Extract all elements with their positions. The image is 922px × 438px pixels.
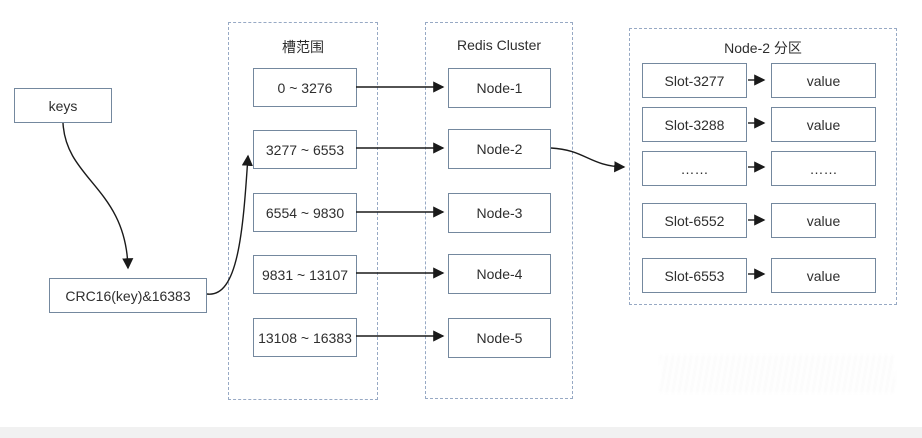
value-box-4: value	[771, 203, 876, 238]
slot-range-title: 槽范围	[282, 39, 324, 55]
redis-cluster-title: Redis Cluster	[456, 37, 542, 53]
slot-3288-box: Slot-3288	[642, 107, 747, 142]
value-box-2: value	[771, 107, 876, 142]
slot-6552-box: Slot-6552	[642, 203, 747, 238]
keys-box: keys	[14, 88, 112, 123]
slot-range-13108-16383: 13108 ~ 16383	[253, 318, 357, 357]
slot-range-3277-6553: 3277 ~ 6553	[253, 130, 357, 169]
node-5-box: Node-5	[448, 318, 551, 358]
slot-range-9831-13107: 9831 ~ 13107	[253, 255, 357, 294]
node-4-box: Node-4	[448, 254, 551, 294]
node2-partition-title: Node-2 分区	[724, 40, 802, 56]
node2-partition-container: Node-2 分区 Slot-3277 value Slot-3288 valu…	[629, 28, 897, 305]
slot-range-6554-9830: 6554 ~ 9830	[253, 193, 357, 232]
node-2-box: Node-2	[448, 129, 551, 169]
crc16-box: CRC16(key)&16383	[49, 278, 207, 313]
slot-6553-box: Slot-6553	[642, 258, 747, 293]
bottom-bar	[0, 427, 922, 438]
faint-watermark	[660, 355, 895, 393]
value-ellipsis-box: ……	[771, 151, 876, 186]
node-3-box: Node-3	[448, 193, 551, 233]
value-box-5: value	[771, 258, 876, 293]
redis-cluster-container: Redis Cluster Node-1 Node-2 Node-3 Node-…	[425, 22, 573, 399]
node-1-box: Node-1	[448, 68, 551, 108]
slot-3277-box: Slot-3277	[642, 63, 747, 98]
slot-range-container: 槽范围 0 ~ 3276 3277 ~ 6553 6554 ~ 9830 983…	[228, 22, 378, 400]
slot-range-0-3276: 0 ~ 3276	[253, 68, 357, 107]
arrow-keys-to-crc	[62, 122, 134, 270]
value-box-1: value	[771, 63, 876, 98]
slot-ellipsis-box: ……	[642, 151, 747, 186]
